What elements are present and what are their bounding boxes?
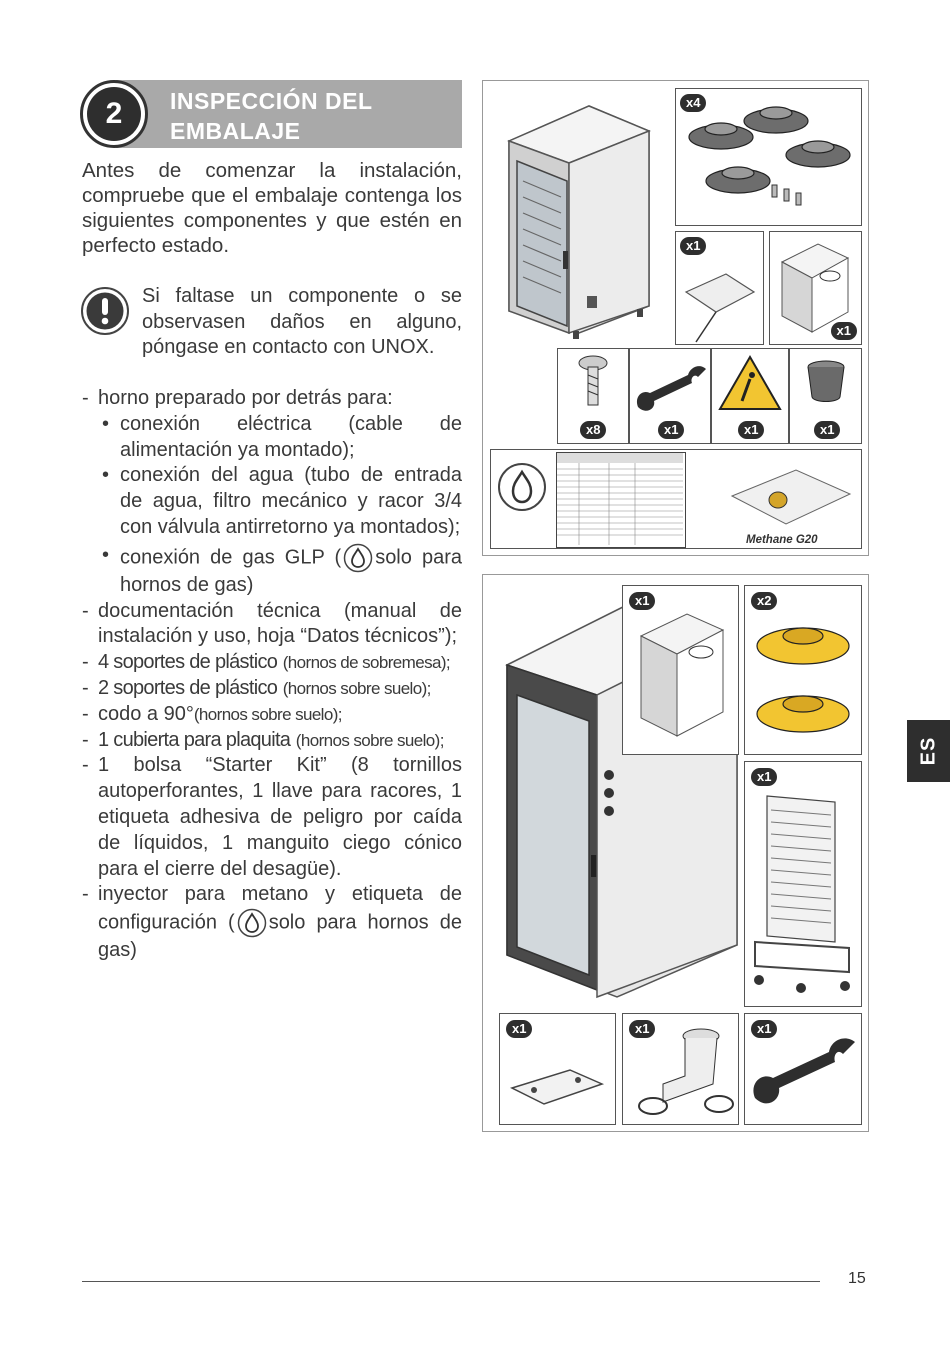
- wrench-box: x1: [629, 348, 711, 444]
- page-number: 15: [848, 1270, 866, 1287]
- gas-flame-icon: [498, 463, 546, 511]
- quantity-badge: x8: [580, 421, 607, 439]
- plastic-feet-illustration: [688, 106, 851, 206]
- bag-box: x1: [675, 231, 764, 345]
- section-title-line2: EMBALAJE: [170, 118, 301, 144]
- quantity-badge: x1: [629, 592, 656, 610]
- yellow-feet-box: x2: [744, 585, 862, 755]
- components-list: -horno preparado por detrás para: •conex…: [82, 386, 462, 964]
- list-item: -1 bolsa “Starter Kit” (8 tornillos auto…: [82, 754, 462, 880]
- warning-text: Si faltase un componente o se observasen…: [142, 285, 462, 358]
- manual-box: x1: [622, 585, 739, 755]
- quantity-badge: x1: [830, 322, 857, 340]
- wrench-box: x1: [744, 1013, 862, 1125]
- quantity-badge: x1: [506, 1020, 533, 1038]
- list-item: -horno preparado por detrás para:: [82, 387, 393, 409]
- quantity-badge: x1: [680, 237, 707, 255]
- injector-bag-icon: [730, 469, 852, 525]
- drain-cap-box: x1: [789, 348, 862, 444]
- quantity-badge: x1: [738, 421, 765, 439]
- hazard-sign-box: x1: [711, 348, 789, 444]
- plate-cover-icon: [509, 1069, 605, 1105]
- manual-icon: [639, 613, 725, 737]
- list-subitem: •conexión eléctrica (cable de alimentaci…: [102, 412, 462, 461]
- list-item: -4 soportes de plástico (hornos de sobre…: [82, 651, 451, 674]
- warning-icon: [81, 287, 129, 335]
- quantity-badge: x1: [751, 768, 778, 786]
- manual-icon: [780, 243, 850, 333]
- quantity-badge: x1: [814, 421, 841, 439]
- hazard-sign-icon: [718, 354, 782, 410]
- gas-flame-icon: [237, 908, 266, 938]
- intro-paragraph: Antes de comenzar la instalación, compru…: [82, 159, 462, 257]
- trolley-box: x1: [744, 761, 862, 1007]
- quantity-badge: x2: [751, 592, 778, 610]
- list-subitem: •conexión del agua (tubo de entrada de a…: [102, 464, 462, 538]
- gas-flame-icon: [343, 543, 373, 573]
- label-table-lines: [557, 453, 683, 545]
- quantity-badge: x1: [629, 1020, 656, 1038]
- configuration-label-table: [556, 452, 686, 548]
- footer-rule: [82, 1281, 820, 1282]
- section-header-bar: [116, 80, 462, 148]
- elbow-90-icon: [638, 1028, 734, 1115]
- language-tab-label: ES: [917, 736, 939, 766]
- starter-kit-bag-icon: [684, 273, 756, 343]
- rack-trolley-illustration: [754, 795, 850, 993]
- language-tab: ES: [907, 720, 950, 782]
- figure-floor-oven-contents: x1 x2 x1: [482, 574, 869, 1132]
- list-subitem: •conexión de gas GLP (solo para hornos d…: [102, 543, 462, 596]
- list-item: -codo a 90°(hornos sobre suelo);: [82, 702, 343, 725]
- countertop-oven-illustration: [506, 105, 651, 339]
- quantity-badge: x1: [751, 1020, 778, 1038]
- manual-box: x1: [769, 231, 862, 345]
- yellow-feet-illustration: [756, 627, 850, 733]
- list-item: -2 soportes de plástico (hornos sobre su…: [82, 676, 431, 699]
- feet-x4-box: x4: [675, 88, 862, 226]
- section-title-line1: INSPECCIÓN DEL: [170, 88, 373, 114]
- plate-cover-box: x1: [499, 1013, 616, 1125]
- wrench-icon: [753, 1038, 855, 1104]
- drain-cap-icon: [807, 360, 845, 402]
- list-item: -documentación técnica (manual de instal…: [82, 599, 462, 648]
- elbow-box: x1: [622, 1013, 739, 1125]
- quantity-badge: x1: [658, 421, 685, 439]
- quantity-badge: x4: [680, 94, 707, 112]
- wrench-icon: [636, 366, 706, 411]
- list-item: -inyector para metano y etiqueta de conf…: [82, 883, 462, 962]
- screws-box: x8: [557, 348, 629, 444]
- screw-icon: [578, 355, 608, 406]
- section-title: INSPECCIÓN DEL EMBALAJE: [170, 86, 373, 146]
- figure-countertop-oven-contents: x4 x1 x1 x8: [482, 80, 869, 556]
- methane-label: Methane G20: [746, 534, 818, 546]
- list-item: -1 cubierta para plaquita (hornos sobre …: [82, 728, 444, 751]
- section-number: 2: [87, 87, 141, 141]
